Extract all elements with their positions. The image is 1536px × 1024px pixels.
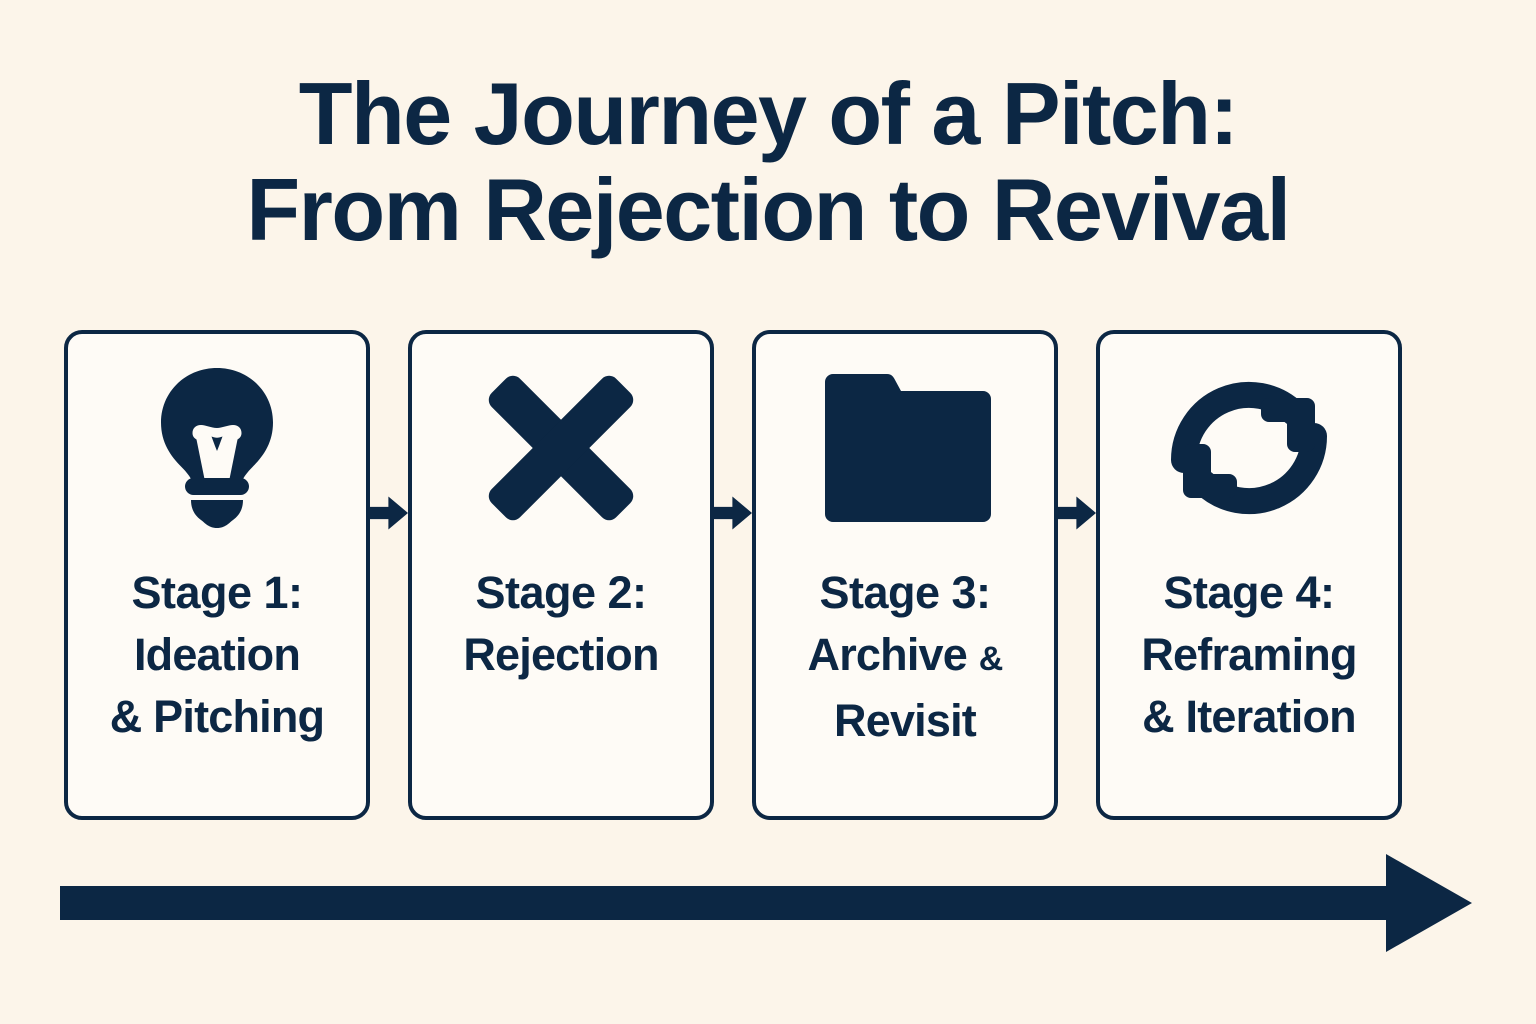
stage-card-2-heading: Stage 2: — [475, 567, 647, 618]
stage-card-1-sub-2: & Pitching — [109, 691, 325, 742]
arrow-right-icon — [370, 496, 408, 530]
stage-card-3[interactable]: Stage 3: Archive & Revisit — [752, 330, 1058, 820]
stage-card-3-sub-2: Revisit — [834, 695, 977, 746]
arrow-right-icon — [1058, 496, 1096, 530]
connector-2 — [714, 330, 752, 820]
cross-x-icon — [412, 334, 710, 562]
stage-card-1-heading: Stage 1: — [131, 567, 303, 618]
timeline-arrow — [60, 848, 1472, 958]
stage-card-4-sub-2: & Iteration — [1142, 691, 1357, 742]
stage-card-2-sub-1: Rejection — [463, 629, 659, 680]
stage-card-1-text: Stage 1: Ideation & Pitching — [68, 562, 366, 748]
refresh-cycle-icon — [1100, 334, 1398, 562]
stage-card-1[interactable]: Stage 1: Ideation & Pitching — [64, 330, 370, 820]
connector-3 — [1058, 330, 1096, 820]
stage-cards-row: Stage 1: Ideation & Pitching Stage 2: Re… — [64, 330, 1472, 820]
stage-card-2-text: Stage 2: Rejection — [412, 562, 710, 686]
stage-card-3-text: Stage 3: Archive & Revisit — [756, 562, 1054, 752]
lightbulb-icon — [68, 334, 366, 562]
stage-card-3-heading: Stage 3: — [819, 567, 991, 618]
stage-card-4-sub-1: Reframing — [1141, 629, 1357, 680]
stage-card-4-text: Stage 4: Reframing & Iteration — [1100, 562, 1398, 748]
stage-card-3-sub-1: Archive & — [807, 629, 1004, 680]
stage-card-2[interactable]: Stage 2: Rejection — [408, 330, 714, 820]
folder-icon — [756, 334, 1054, 562]
arrow-right-icon — [714, 496, 752, 530]
stage-card-4-heading: Stage 4: — [1163, 567, 1335, 618]
page-title-line-1: The Journey of a Pitch: — [298, 64, 1239, 163]
ampersand-glyph: & — [978, 640, 1004, 678]
stage-card-1-sub-1: Ideation — [133, 629, 301, 680]
page-title-line-2: From Rejection to Revival — [246, 160, 1291, 259]
connector-1 — [370, 330, 408, 820]
page-title: The Journey of a Pitch: From Rejection t… — [0, 66, 1536, 258]
timeline-arrow-right-icon — [60, 854, 1472, 952]
stage-card-4[interactable]: Stage 4: Reframing & Iteration — [1096, 330, 1402, 820]
